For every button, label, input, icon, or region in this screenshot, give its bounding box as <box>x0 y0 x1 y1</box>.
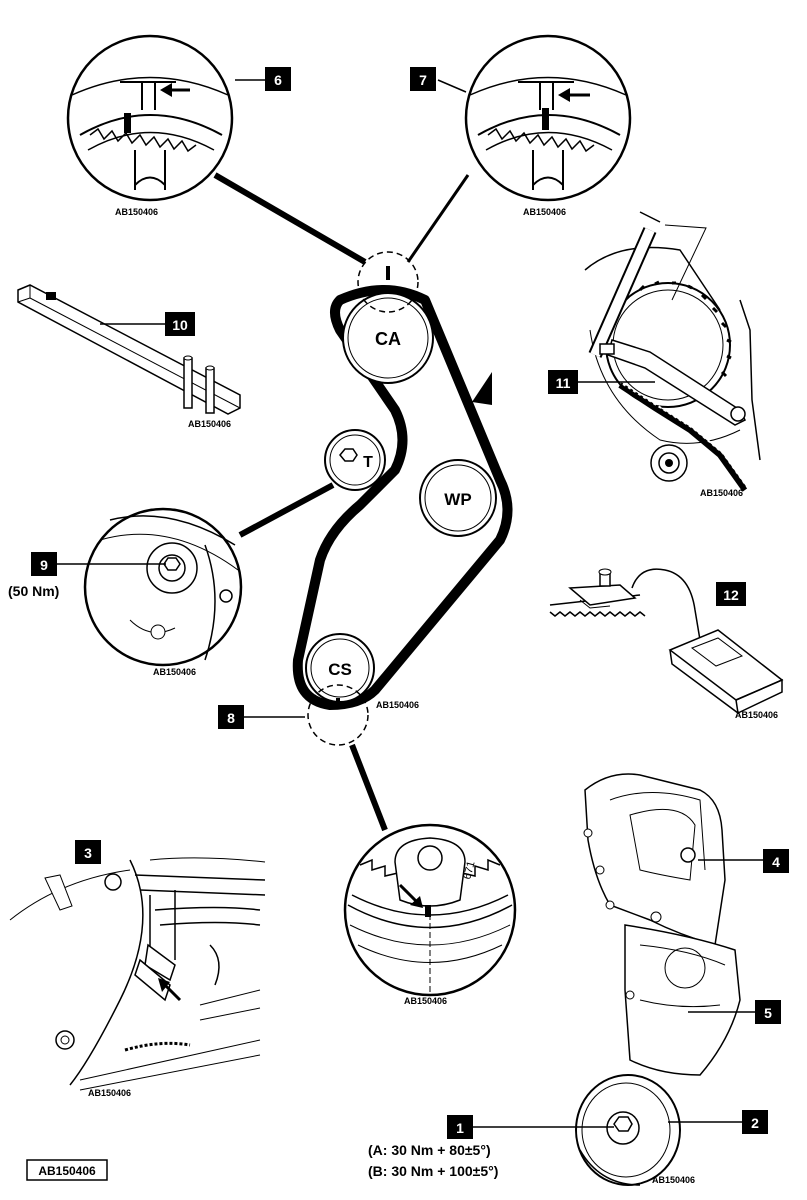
svg-text:12: 12 <box>723 587 739 603</box>
callout-11: 11 <box>548 370 655 394</box>
crankshaft-pulley-bolt: AB150406 <box>575 1074 695 1186</box>
tensioner-label: T <box>363 454 373 471</box>
crankshaft-label: CS <box>328 660 352 679</box>
water-pump-pulley: WP <box>419 459 497 537</box>
svg-text:11: 11 <box>556 375 571 391</box>
ref-code: AB150406 <box>404 996 447 1006</box>
svg-text:5: 5 <box>764 1005 772 1021</box>
ref-code: AB150406 <box>700 488 743 498</box>
crankshaft-pulley: CS AB150406 <box>305 633 419 746</box>
tensioner-torque: (50 Nm) <box>8 583 59 599</box>
callout-4: 4 <box>698 849 789 873</box>
callout-10: 10 <box>100 312 195 336</box>
tensioner-pulley: T <box>324 429 386 491</box>
hex-bolt-icon <box>339 448 358 462</box>
ref-code: AB150406 <box>88 1088 131 1098</box>
crank-bolt-torque-b: (B: 30 Nm + 100±5°) <box>368 1163 498 1179</box>
detail-9-tensioner: AB150406 <box>83 482 335 677</box>
svg-text:9: 9 <box>40 557 48 573</box>
ref-code: AB150406 <box>735 710 778 720</box>
detail-11-camshaft-holding: AB150406 <box>584 211 761 498</box>
svg-text:7: 7 <box>419 72 427 88</box>
svg-text:2: 2 <box>751 1115 759 1131</box>
ref-code: AB150406 <box>153 667 196 677</box>
svg-text:4: 4 <box>772 854 780 870</box>
callout-12: 12 <box>716 582 746 606</box>
detail-8-crankshaft-mark: 671 AB150406 <box>343 743 517 1006</box>
footer-ref-code: AB150406 <box>26 1159 108 1181</box>
timing-covers <box>583 773 741 1076</box>
detail-6-camshaft-mark: AB150406 <box>66 34 367 265</box>
callout-9: 9 (50 Nm) <box>8 552 166 599</box>
ref-code: AB150406 <box>115 207 158 217</box>
svg-text:3: 3 <box>84 845 92 861</box>
crank-bolt-torque-a: (A: 30 Nm + 80±5°) <box>368 1142 491 1158</box>
callout-6: 6 <box>235 67 291 91</box>
callout-7: 7 <box>410 67 467 93</box>
ref-code: AB150406 <box>523 207 566 217</box>
ref-code: AB150406 <box>652 1175 695 1185</box>
svg-text:8: 8 <box>227 710 235 726</box>
svg-text:6: 6 <box>274 72 282 88</box>
svg-text:1: 1 <box>456 1120 464 1136</box>
detail-7-camshaft-mark: AB150406 <box>406 34 632 263</box>
callout-1: 1 <box>447 1115 614 1139</box>
tension-gauge-12: AB150406 <box>549 568 784 720</box>
callout-8: 8 <box>218 705 305 729</box>
camshaft-pulley: CA <box>342 251 434 384</box>
svg-text:10: 10 <box>172 317 188 333</box>
svg-text:AB150406: AB150406 <box>38 1164 96 1178</box>
locking-tool-10: AB150406 <box>17 284 241 429</box>
callout-5: 5 <box>688 1000 781 1024</box>
crankshaft-marking: 671 <box>461 860 477 881</box>
detail-3-engine-area: AB150406 <box>9 857 266 1098</box>
water-pump-label: WP <box>444 490 471 509</box>
ref-code: AB150406 <box>188 419 231 429</box>
callout-2: 2 <box>668 1110 768 1134</box>
ref-code: AB150406 <box>376 700 419 710</box>
rotation-arrow-icon <box>472 372 492 405</box>
camshaft-label: CA <box>375 329 401 349</box>
callout-3: 3 <box>75 840 101 864</box>
